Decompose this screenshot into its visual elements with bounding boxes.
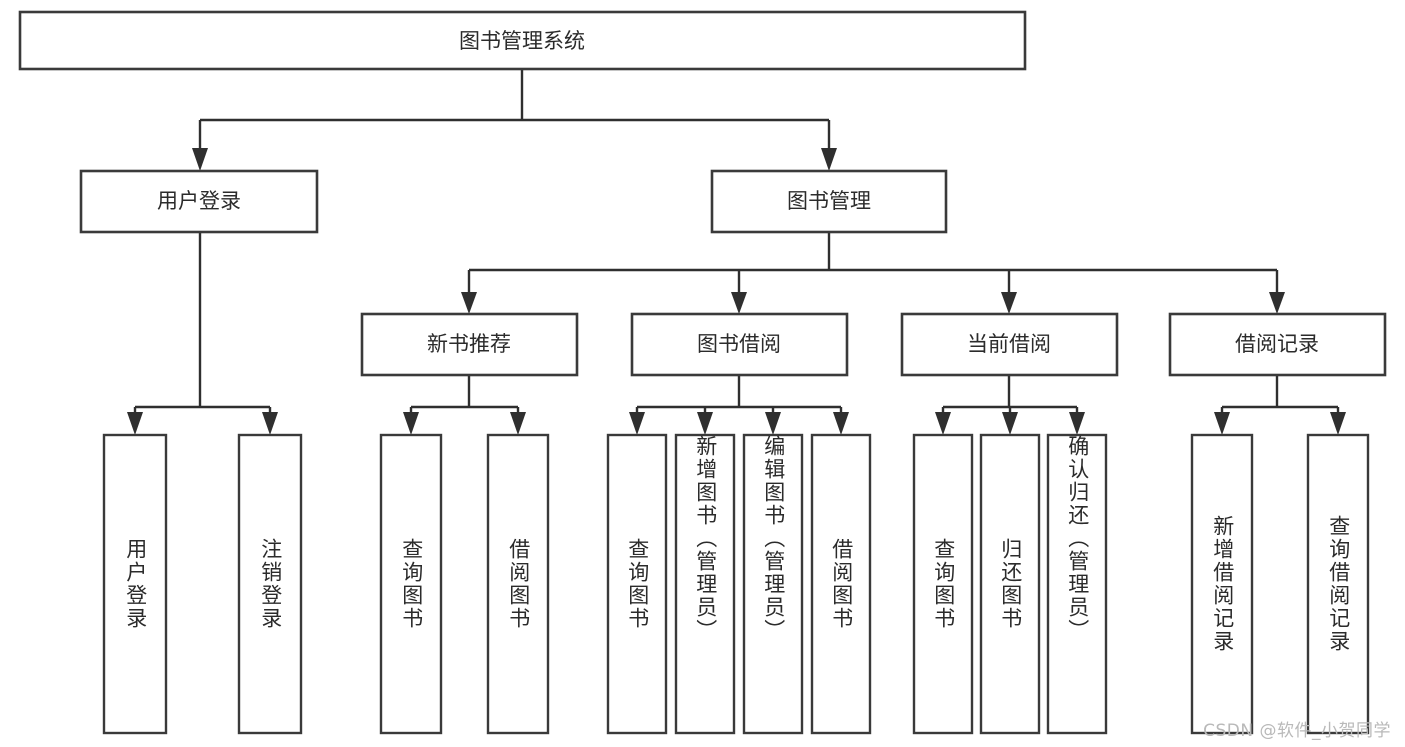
arrowhead-book-borrow: [731, 292, 747, 314]
arrowhead-leaf-borrow-book-2: [833, 412, 849, 435]
arrowhead-leaf-edit-book: [765, 412, 781, 435]
arrowhead-leaf-return-book: [1002, 412, 1018, 435]
node-leaf-return-book-box[interactable]: [979, 433, 1041, 735]
node-leaf-user-logout-box[interactable]: [237, 433, 303, 735]
connector-group-book-borrow: [629, 375, 849, 435]
arrowhead-leaf-query-book-2: [629, 412, 645, 435]
node-book-borrow[interactable]: 图书借阅: [630, 312, 849, 377]
node-new-book-recommend-label: 新书推荐: [427, 332, 511, 356]
connector-group-new-book-recommend: [403, 375, 526, 435]
arrowhead-user-login: [192, 148, 208, 171]
node-leaf-borrow-book-1-box[interactable]: [486, 433, 550, 735]
arrowhead-leaf-query-book-3: [935, 412, 951, 435]
node-user-login-label: 用户登录: [157, 189, 241, 213]
node-leaf-borrow-book-2-box[interactable]: [810, 433, 872, 735]
node-leaf-query-book-1-box[interactable]: [379, 433, 443, 735]
node-root-label: 图书管理系统: [459, 29, 585, 53]
node-leaf-user-login-box[interactable]: [102, 433, 168, 735]
node-user-login-box: [79, 169, 319, 234]
arrowhead-current-borrow: [1001, 292, 1017, 314]
node-book-borrow-label: 图书借阅: [697, 332, 781, 356]
node-leaf-add-book-box[interactable]: [674, 433, 736, 735]
node-book-manage-label: 图书管理: [787, 189, 871, 213]
node-new-book-recommend-box: [360, 312, 579, 377]
node-current-borrow-label: 当前借阅: [967, 332, 1051, 356]
node-book-borrow-box: [630, 312, 849, 377]
node-leaf-edit-book-box[interactable]: [742, 433, 804, 735]
arrowhead-leaf-user-logout: [262, 412, 278, 435]
connector-group-current-borrow: [935, 375, 1085, 435]
arrowhead-new-book-recommend: [461, 292, 477, 314]
node-leaf-add-record-box[interactable]: [1190, 433, 1254, 735]
node-book-manage[interactable]: 图书管理: [710, 169, 948, 234]
node-root-box: [18, 10, 1027, 71]
connector-group-user-login: [127, 232, 278, 435]
node-leaf-query-record-box[interactable]: [1306, 433, 1370, 735]
node-leaf-query-book-2-box[interactable]: [606, 433, 668, 735]
node-leaf-confirm-return-box[interactable]: [1046, 433, 1108, 735]
node-leaf-query-book-3-box[interactable]: [912, 433, 974, 735]
node-root[interactable]: 图书管理系统: [18, 10, 1027, 71]
node-current-borrow-box: [900, 312, 1119, 377]
arrowhead-leaf-add-record: [1214, 412, 1230, 435]
arrowhead-leaf-confirm-return: [1069, 412, 1085, 435]
node-borrow-record-box: [1168, 312, 1387, 377]
arrowhead-leaf-add-book: [697, 412, 713, 435]
node-book-manage-box: [710, 169, 948, 234]
arrowhead-borrow-record: [1269, 292, 1285, 314]
connector-group-borrow-record: [1214, 375, 1346, 435]
arrowhead-leaf-user-login: [127, 412, 143, 435]
connector-group-root: [192, 69, 837, 171]
arrowhead-leaf-query-record: [1330, 412, 1346, 435]
connector-group-book-manage: [461, 232, 1285, 314]
node-borrow-record[interactable]: 借阅记录: [1168, 312, 1387, 377]
node-current-borrow[interactable]: 当前借阅: [900, 312, 1119, 377]
node-user-login[interactable]: 用户登录: [79, 169, 319, 234]
arrowhead-book-manage: [821, 148, 837, 171]
node-borrow-record-label: 借阅记录: [1235, 332, 1319, 356]
arrowhead-leaf-borrow-book-1: [510, 412, 526, 435]
arrowhead-leaf-query-book-1: [403, 412, 419, 435]
node-new-book-recommend[interactable]: 新书推荐: [360, 312, 579, 377]
